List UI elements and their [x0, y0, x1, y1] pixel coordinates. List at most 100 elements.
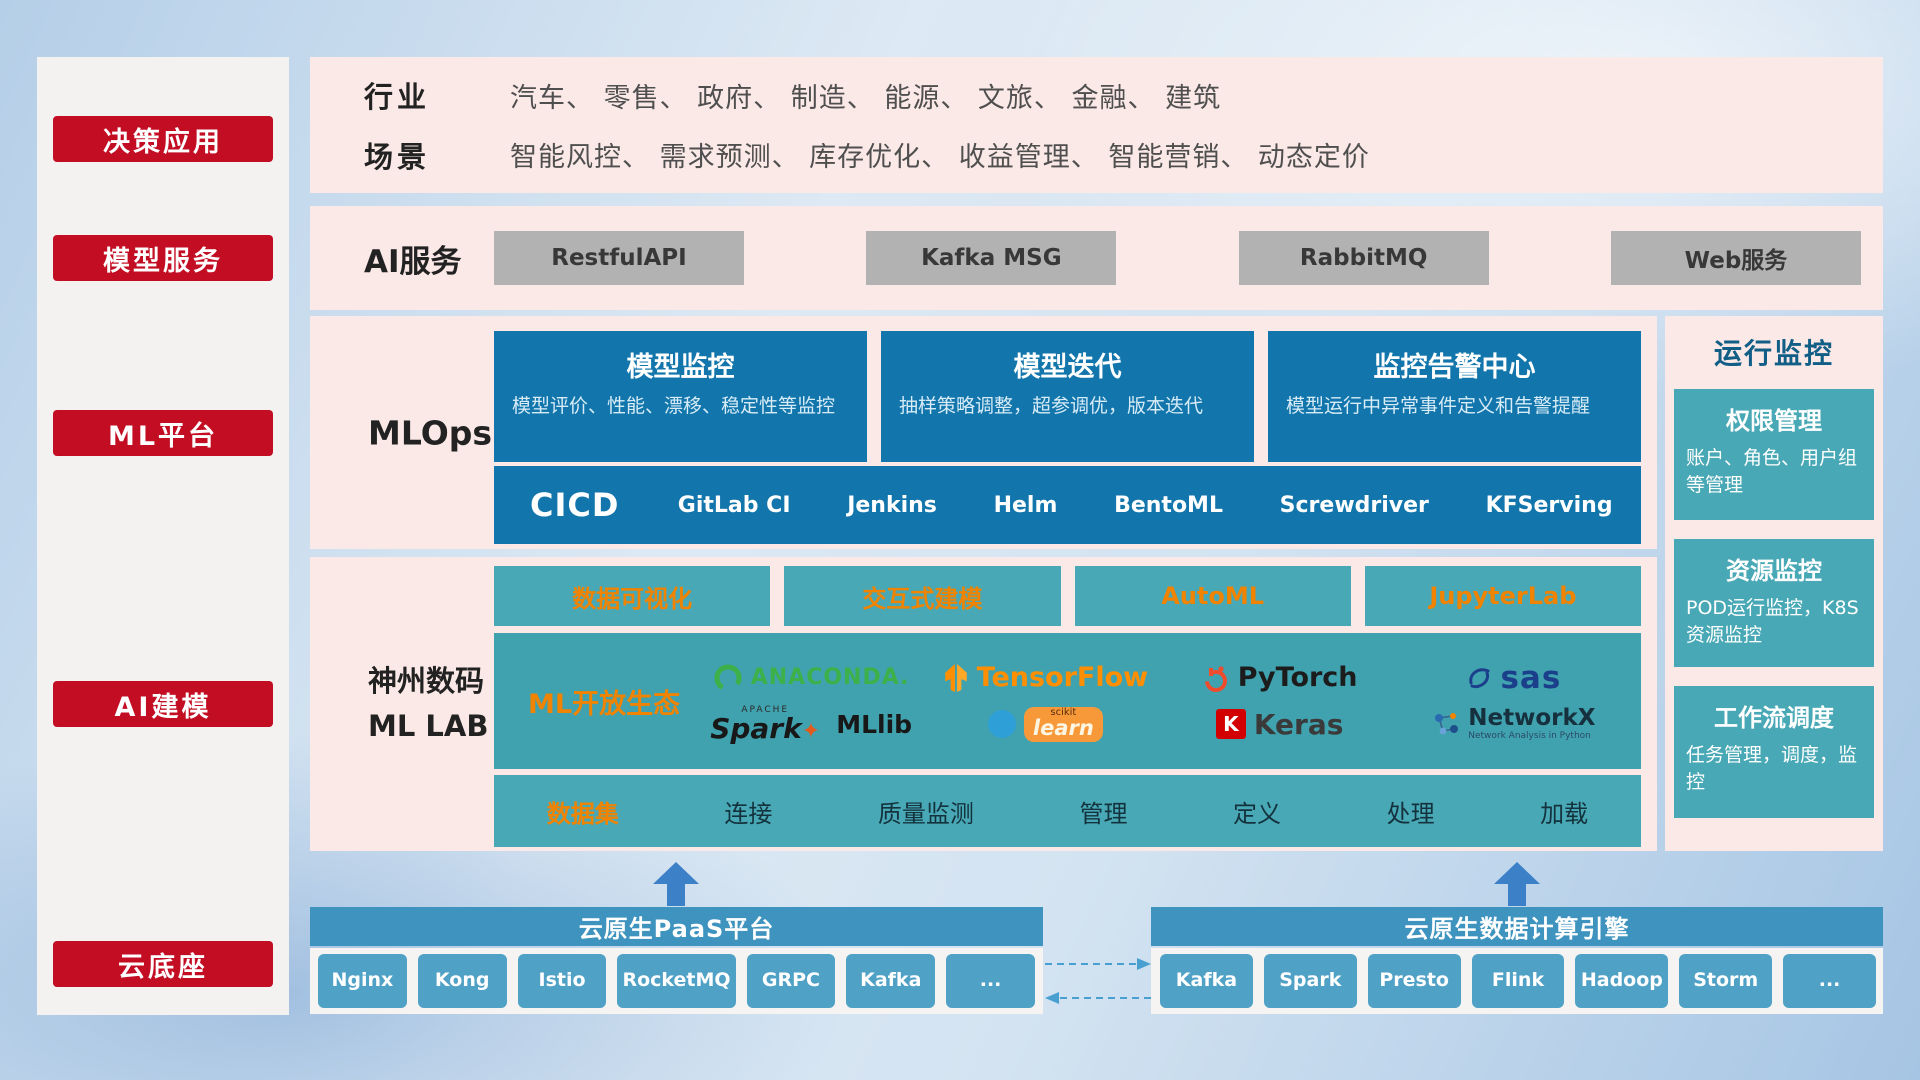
scikit-learn-text: learn — [1032, 715, 1094, 740]
engine-components: Kafka Spark Presto Flink Hadoop Storm ..… — [1160, 954, 1877, 1008]
dataset-item-quality: 质量监测 — [877, 799, 974, 828]
anaconda-wordmark: ANACONDA. — [750, 665, 910, 690]
chip-data-visualization: 数据可视化 — [494, 566, 771, 626]
engine-kafka: Kafka — [1160, 954, 1253, 1008]
chip-interactive-modeling: 交互式建模 — [784, 566, 1061, 626]
service-web: Web服务 — [1610, 231, 1861, 285]
paas-rocketmq: RocketMQ — [617, 954, 736, 1008]
spark-text: Spark✦ — [710, 711, 821, 745]
tool-helm: Helm — [993, 492, 1058, 518]
chip-automl: AutoML — [1074, 566, 1351, 626]
ml-lab-label: 神州数码 ML LAB — [368, 659, 488, 749]
engine-hadoop: Hadoop — [1575, 954, 1669, 1008]
ml-lab-panel: 神州数码 ML LAB 数据可视化 交互式建模 AutoML JupyterLa… — [310, 557, 1657, 851]
industry-row: 行业 汽车、 零售、 政府、 制造、 能源、 文旅、 金融、 建筑 — [310, 74, 1883, 116]
monitoring-title: 运行监控 — [1713, 337, 1834, 370]
networkx-logo: NetworkX Network Analysis in Python — [1432, 706, 1596, 741]
ai-service-buttons: RestfulAPI Kafka MSG RabbitMQ Web服务 — [494, 231, 1883, 285]
sidebar-item-ml-platform: ML平台 — [53, 410, 273, 456]
cloud-data-engine-bar: 云原生数据计算引擎 — [1151, 907, 1883, 946]
mlops-cards: 模型监控 模型评价、性能、漂移、稳定性等监控 模型迭代 抽样策略调整，超参调优，… — [494, 331, 1641, 462]
card-model-iteration: 模型迭代 抽样策略调整，超参调优，版本迭代 — [881, 331, 1254, 462]
service-kafka-msg: Kafka MSG — [866, 231, 1117, 285]
industry-list: 汽车、 零售、 政府、 制造、 能源、 文旅、 金融、 建筑 — [510, 82, 1222, 114]
ecosystem-logos: ANACONDA. TensorFlow PyTorch sas APACHE — [696, 660, 1641, 743]
sas-wordmark: sas — [1500, 659, 1562, 696]
tensorflow-logo: TensorFlow — [943, 662, 1149, 693]
paas-istio: Istio — [517, 954, 607, 1008]
layer-sidebar: 决策应用 模型服务 ML平台 AI建模 云底座 — [37, 57, 289, 1015]
engine-more: ... — [1783, 954, 1877, 1008]
ai-service-panel: AI服务 RestfulAPI Kafka MSG RabbitMQ Web服务 — [310, 206, 1883, 310]
tool-kfserving: KFServing — [1485, 492, 1613, 518]
paas-nginx: Nginx — [318, 954, 407, 1008]
pytorch-logo: PyTorch — [1202, 662, 1358, 693]
cloud-paas-bar: 云原生PaaS平台 — [310, 907, 1043, 946]
card-title: 工作流调度 — [1714, 704, 1834, 732]
scenario-row: 场景 智能风控、 需求预测、 库存优化、 收益管理、 智能营销、 动态定价 — [310, 134, 1883, 176]
paas-grpc: GRPC — [746, 954, 836, 1008]
spark-wordmark: APACHE Spark✦ — [710, 704, 821, 745]
industry-label: 行业 — [364, 80, 431, 115]
sas-icon — [1469, 667, 1490, 688]
up-arrow-icon — [1494, 862, 1540, 906]
up-arrow-icon — [653, 862, 699, 906]
networkx-wordmark: NetworkX Network Analysis in Python — [1468, 706, 1595, 741]
mlops-panel: MLOps 模型监控 模型评价、性能、漂移、稳定性等监控 模型迭代 抽样策略调整… — [310, 316, 1657, 549]
tool-gitlab-ci: GitLab CI — [677, 492, 791, 518]
scikit-badge: scikit learn — [1023, 706, 1103, 742]
ml-lab-chips: 数据可视化 交互式建模 AutoML JupyterLab — [494, 566, 1641, 626]
keras-k-icon: K — [1215, 709, 1246, 739]
scikit-blob-icon — [987, 710, 1016, 738]
ml-open-ecosystem: ML开放生态 ANACONDA. TensorFlow PyTorch sas — [494, 633, 1641, 769]
tool-jenkins: Jenkins — [847, 492, 937, 518]
tool-screwdriver: Screwdriver — [1279, 492, 1429, 518]
dataset-bar: 数据集 连接 质量监测 管理 定义 处理 加载 — [494, 775, 1641, 847]
sidebar-item-ai-modeling: AI建模 — [53, 681, 273, 727]
cicd-tools: GitLab CI Jenkins Helm BentoML Screwdriv… — [649, 493, 1641, 518]
dataset-item-load: 加载 — [1540, 799, 1589, 828]
tensorflow-wordmark: TensorFlow — [976, 662, 1149, 693]
card-title: 监控告警中心 — [1373, 352, 1536, 383]
anaconda-logo: ANACONDA. — [713, 663, 910, 693]
mlops-label: MLOps — [368, 413, 493, 452]
paas-kong: Kong — [417, 954, 507, 1008]
card-title: 模型监控 — [626, 352, 735, 383]
card-desc: 模型运行中异常事件定义和告警提醒 — [1286, 395, 1591, 417]
sas-logo: sas — [1466, 660, 1561, 696]
sidebar-item-cloud-base: 云底座 — [53, 941, 273, 987]
paas-kafka: Kafka — [846, 954, 936, 1008]
card-desc: POD运行监控，K8S资源监控 — [1686, 597, 1859, 646]
sidebar-item-decision-apps: 决策应用 — [53, 116, 273, 162]
card-permission-management: 权限管理 账户、角色、用户组等管理 — [1674, 389, 1874, 520]
card-desc: 抽样策略调整，超参调优，版本迭代 — [899, 395, 1204, 417]
mllib-wordmark: MLlib — [836, 709, 913, 739]
ml-lab-label-line2: ML LAB — [368, 709, 489, 743]
engine-flink: Flink — [1471, 954, 1565, 1008]
dataset-item-manage: 管理 — [1079, 799, 1128, 828]
cicd-title: CICD — [530, 486, 620, 524]
ecosystem-label: ML开放生态 — [528, 688, 681, 720]
tool-bentoml: BentoML — [1114, 492, 1223, 518]
keras-logo: K Keras — [1215, 708, 1343, 741]
engine-spark: Spark — [1263, 954, 1357, 1008]
ml-lab-label-line1: 神州数码 — [368, 664, 485, 699]
industry-scenario-panel: 行业 汽车、 零售、 政府、 制造、 能源、 文旅、 金融、 建筑 场景 智能风… — [310, 57, 1883, 193]
paas-components: Nginx Kong Istio RocketMQ GRPC Kafka ... — [318, 954, 1035, 1008]
dataset-item-define: 定义 — [1233, 799, 1282, 828]
spark-mllib-logo: APACHE Spark✦ MLlib — [710, 704, 913, 745]
pytorch-wordmark: PyTorch — [1237, 662, 1358, 693]
scikit-small-text: scikit — [1050, 706, 1077, 718]
scenario-label: 场景 — [364, 139, 431, 174]
card-workflow-scheduling: 工作流调度 任务管理，调度，监控 — [1674, 686, 1874, 818]
card-alert-center: 监控告警中心 模型运行中异常事件定义和告警提醒 — [1268, 331, 1641, 462]
apache-text: APACHE — [741, 704, 790, 715]
anaconda-icon — [714, 664, 742, 691]
cicd-bar: CICD GitLab CI Jenkins Helm BentoML Scre… — [494, 466, 1641, 544]
networkx-icon — [1435, 713, 1459, 735]
pytorch-icon — [1204, 665, 1227, 692]
card-title: 权限管理 — [1726, 407, 1822, 435]
service-restfulapi: RestfulAPI — [494, 231, 744, 285]
service-rabbitmq: RabbitMQ — [1238, 231, 1489, 285]
